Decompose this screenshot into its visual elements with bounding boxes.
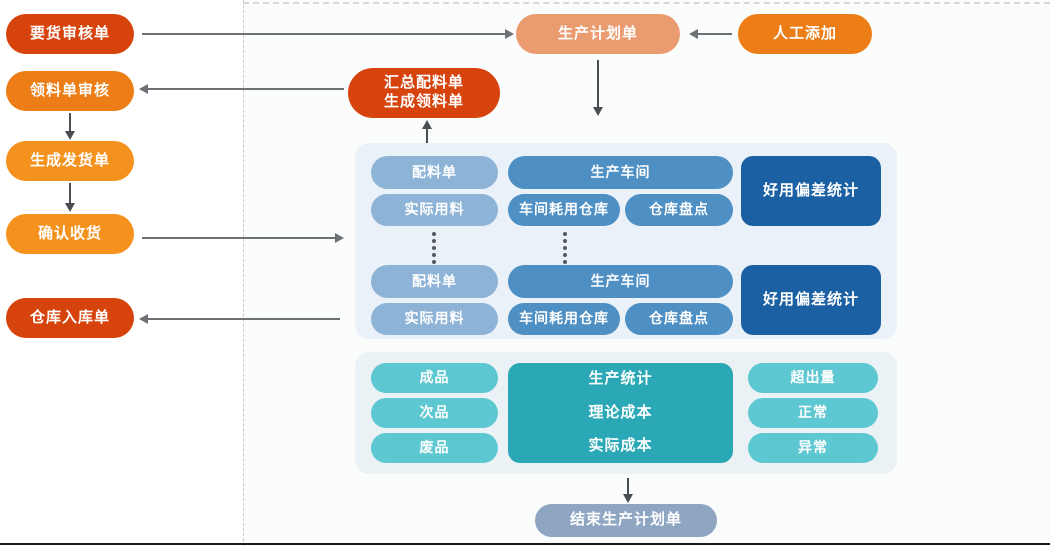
node-theoretical-cost-label: 理论成本	[588, 403, 653, 421]
vertical-dashed-divider	[243, 0, 244, 546]
node-manual-add[interactable]: 人工添加	[738, 14, 872, 54]
node-stocktaking-2-label: 仓库盘点	[649, 310, 709, 327]
node-actual-material-2-label: 实际用料	[404, 310, 465, 327]
ellipsis-dots-center	[563, 232, 567, 264]
node-production-statistics[interactable]: 生产统计 理论成本 实际成本	[508, 363, 733, 463]
node-workshop-warehouse-2[interactable]: 车间耗用仓库	[508, 303, 620, 335]
connector-delivery-to-receipt	[69, 183, 71, 204]
connector-manual-to-plan	[698, 33, 732, 35]
node-deviation-stats-1[interactable]: 好用偏差统计	[741, 156, 881, 226]
node-ingredient-list-1-label: 配料单	[412, 163, 457, 180]
node-end-production-plan-label: 结束生产计划单	[569, 511, 682, 529]
arrow-plan-to-workshop	[593, 107, 603, 116]
node-create-delivery[interactable]: 生成发货单	[6, 141, 134, 181]
node-deviation-stats-2-label: 好用偏差统计	[762, 290, 859, 308]
node-scrap-product-label: 废品	[419, 439, 450, 456]
arrow-workshop-to-aggregate	[422, 120, 432, 129]
node-scrap-product[interactable]: 废品	[371, 433, 498, 463]
node-workshop-2-label: 生产车间	[590, 272, 651, 289]
arrow-manual-to-plan	[689, 29, 698, 39]
node-workshop-warehouse-1[interactable]: 车间耗用仓库	[508, 194, 620, 226]
node-finished-product-label: 成品	[419, 369, 450, 386]
connector-aggregate-to-picking-review	[148, 88, 344, 90]
node-stocktaking-1-label: 仓库盘点	[649, 201, 709, 218]
node-ingredient-list-2[interactable]: 配料单	[371, 265, 498, 298]
node-workshop-warehouse-1-label: 车间耗用仓库	[519, 201, 609, 218]
node-ingredient-list-1[interactable]: 配料单	[371, 156, 498, 189]
node-excess-amount[interactable]: 超出量	[748, 363, 878, 393]
node-picking-review[interactable]: 领料单审核	[6, 71, 134, 111]
node-aggregate-picking-line1: 汇总配料单	[383, 74, 464, 92]
node-stocktaking-1[interactable]: 仓库盘点	[625, 194, 733, 226]
node-end-production-plan[interactable]: 结束生产计划单	[535, 504, 717, 537]
node-create-delivery-label: 生成发货单	[29, 151, 110, 169]
connector-workshop-to-inbound	[148, 318, 340, 320]
node-warehouse-inbound-label: 仓库入库单	[29, 308, 110, 326]
node-ingredient-list-2-label: 配料单	[412, 272, 457, 289]
node-demand-review[interactable]: 要货审核单	[6, 14, 134, 54]
node-aggregate-picking[interactable]: 汇总配料单 生成领料单	[348, 68, 500, 118]
arrow-receipt-to-workshop	[335, 233, 344, 243]
node-production-plan[interactable]: 生产计划单	[516, 14, 680, 54]
node-abnormal[interactable]: 异常	[748, 433, 878, 463]
connector-receipt-to-workshop	[142, 237, 336, 239]
connector-demand-to-plan	[142, 33, 506, 35]
node-stocktaking-2[interactable]: 仓库盘点	[625, 303, 733, 335]
ellipsis-dots-left	[432, 232, 436, 264]
node-confirm-receipt[interactable]: 确认收货	[6, 214, 134, 254]
node-aggregate-picking-line2: 生成领料单	[383, 93, 464, 110]
node-workshop-2[interactable]: 生产车间	[508, 265, 733, 298]
node-finished-product[interactable]: 成品	[371, 363, 498, 393]
arrow-demand-to-plan	[505, 29, 514, 39]
node-normal-label: 正常	[798, 404, 828, 421]
node-defective-product-label: 次品	[419, 404, 450, 421]
arrow-aggregate-to-picking-review	[139, 84, 148, 94]
node-excess-amount-label: 超出量	[790, 369, 836, 386]
node-actual-material-1[interactable]: 实际用料	[371, 194, 498, 226]
arrow-delivery-to-receipt	[65, 203, 75, 212]
node-abnormal-label: 异常	[798, 439, 828, 456]
node-demand-review-label: 要货审核单	[29, 24, 110, 42]
top-dashed-rule	[243, 2, 1050, 4]
arrow-picking-to-delivery	[65, 131, 75, 140]
node-actual-cost-label: 实际成本	[588, 436, 653, 454]
connector-picking-to-delivery	[69, 113, 71, 133]
node-picking-review-label: 领料单审核	[29, 81, 110, 99]
connector-plan-to-workshop	[597, 60, 599, 109]
connector-workshop-to-aggregate	[426, 126, 428, 148]
node-deviation-stats-2[interactable]: 好用偏差统计	[741, 265, 881, 335]
node-production-plan-label: 生产计划单	[557, 24, 638, 42]
node-defective-product[interactable]: 次品	[371, 398, 498, 428]
node-confirm-receipt-label: 确认收货	[37, 224, 102, 242]
node-manual-add-label: 人工添加	[772, 24, 837, 42]
node-actual-material-2[interactable]: 实际用料	[371, 303, 498, 335]
arrow-workshop-to-inbound	[139, 314, 148, 324]
node-workshop-1-label: 生产车间	[590, 163, 651, 180]
node-actual-material-1-label: 实际用料	[404, 201, 465, 218]
node-normal[interactable]: 正常	[748, 398, 878, 428]
node-deviation-stats-1-label: 好用偏差统计	[762, 181, 859, 199]
node-workshop-1[interactable]: 生产车间	[508, 156, 733, 189]
node-production-statistics-label: 生产统计	[588, 370, 653, 388]
arrow-statistics-to-end	[623, 494, 633, 503]
connector-statistics-to-end	[627, 478, 629, 496]
bottom-border-rule	[0, 543, 1050, 545]
node-workshop-warehouse-2-label: 车间耗用仓库	[519, 310, 609, 327]
node-warehouse-inbound[interactable]: 仓库入库单	[6, 298, 134, 338]
